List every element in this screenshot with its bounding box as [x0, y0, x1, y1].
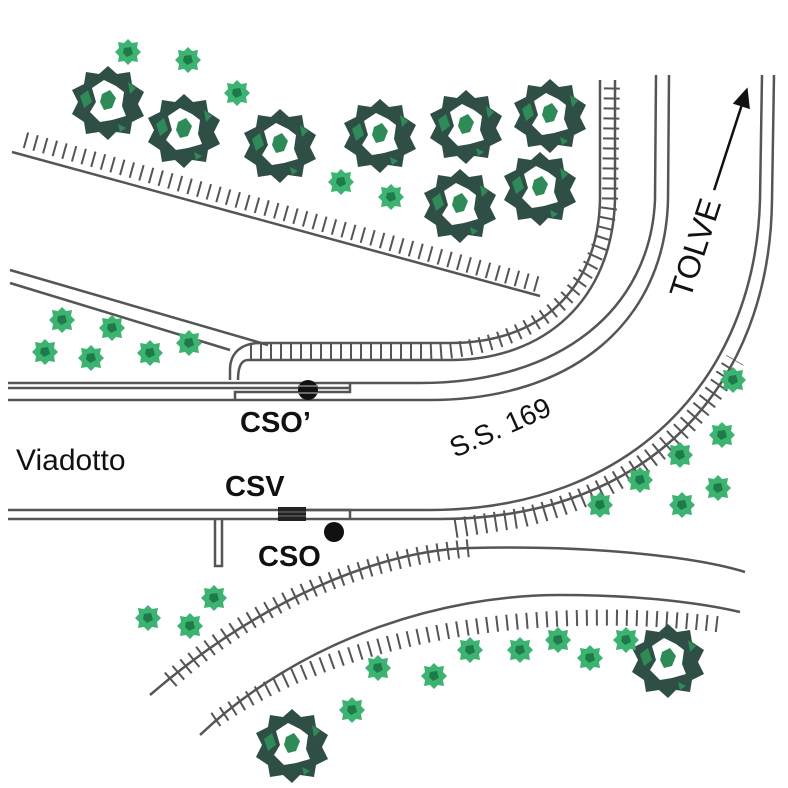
cso-label: CSO — [258, 541, 321, 573]
csv-marker — [278, 507, 306, 521]
road-label: S.S. 169 — [445, 391, 556, 463]
arrow-right-icon — [712, 87, 750, 191]
cso-prime-marker — [298, 380, 318, 400]
viaduct-label: Viadotto — [16, 444, 126, 477]
cso-marker — [324, 522, 344, 542]
direction-label: TOLVE — [662, 87, 750, 302]
road-lines — [8, 74, 776, 736]
cso-prime-label: CSO’ — [240, 407, 311, 439]
direction-text: TOLVE — [662, 194, 728, 302]
csv-label: CSV — [225, 471, 285, 503]
